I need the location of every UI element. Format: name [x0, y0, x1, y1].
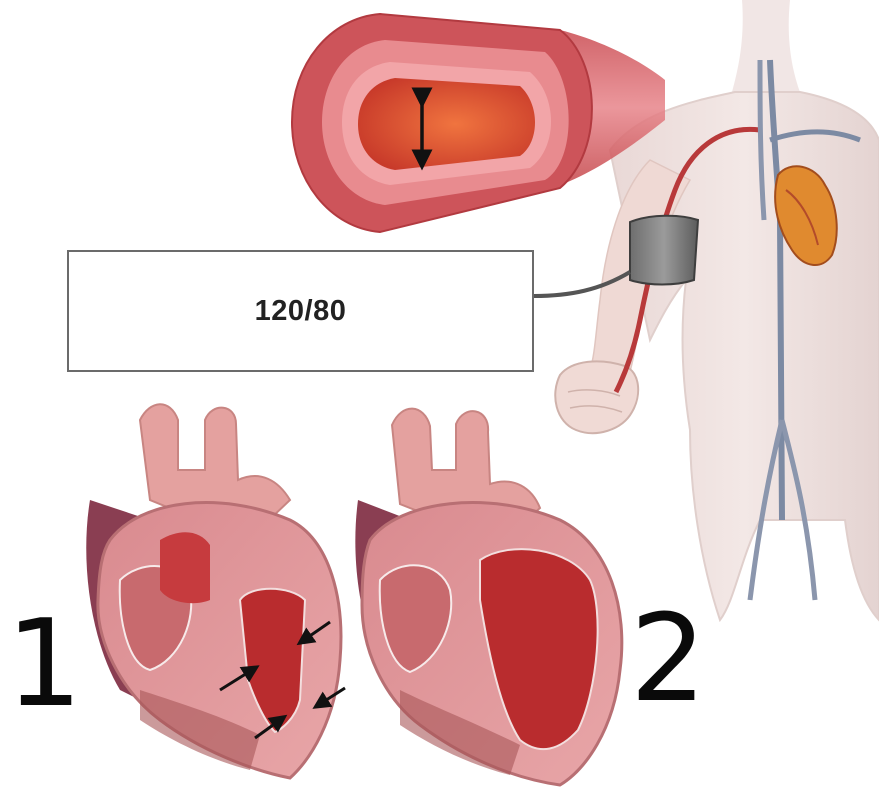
bp-reading: 120/80 [255, 295, 347, 328]
heart-2-illustration [355, 409, 621, 785]
heart-2-label: 2 [630, 600, 706, 720]
artery-cross-section [292, 14, 665, 232]
heart-1-label: 1 [6, 605, 82, 725]
heart-1-illustration [86, 404, 345, 778]
bp-reading-box: 120/80 [67, 250, 534, 372]
